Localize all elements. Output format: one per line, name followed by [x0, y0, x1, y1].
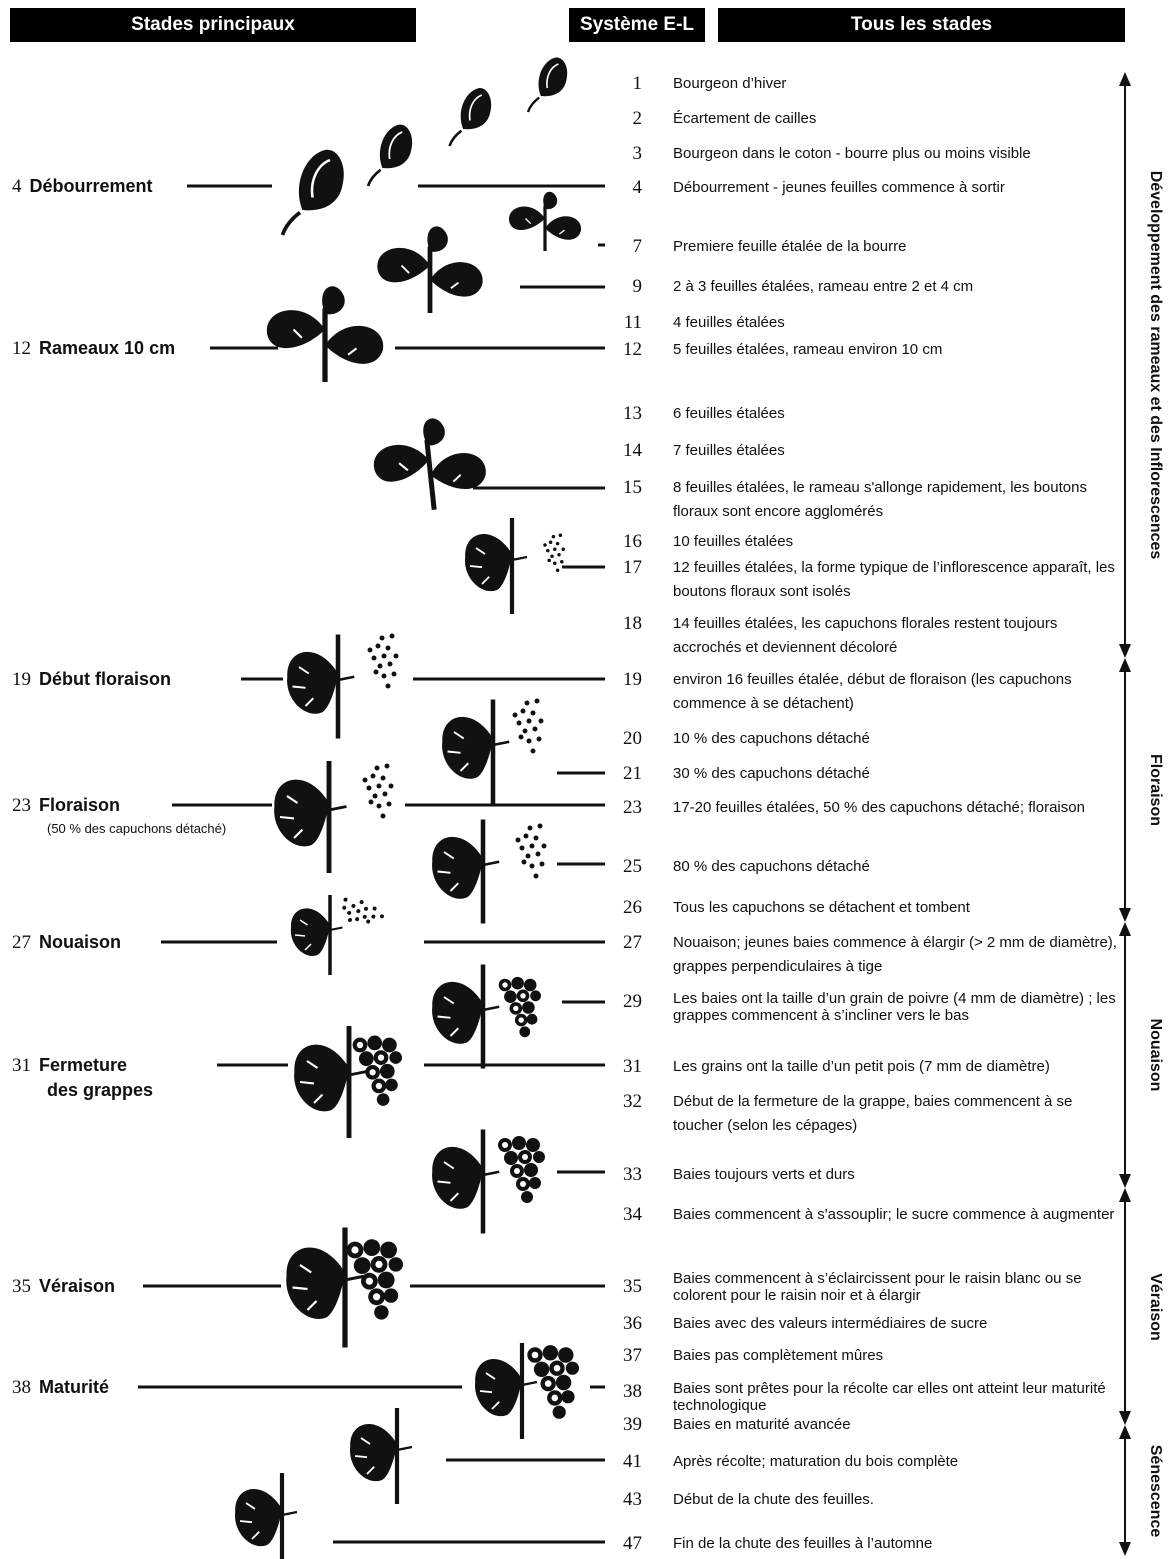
stage-description-12: 5 feuilles étalées, rameau environ 10 cm	[673, 338, 1123, 362]
stage-number-32: 32	[606, 1092, 642, 1112]
stage-number-21: 21	[606, 764, 642, 784]
main-stage-name: Début floraison	[39, 669, 171, 689]
stage-description-41: Après récolte; maturation du bois complè…	[673, 1450, 1123, 1474]
stage-number-7: 7	[606, 237, 642, 257]
stage-description-47: Fin de la chute des feuilles à l’automne	[673, 1532, 1123, 1556]
main-stage-number: 23	[12, 795, 31, 816]
stage-number-9: 9	[606, 277, 642, 297]
stage-number-12: 12	[606, 340, 642, 360]
stage-number-15: 15	[606, 478, 642, 498]
main-stage-name: Nouaison	[39, 932, 121, 952]
stage-number-47: 47	[606, 1534, 642, 1554]
phase-label-3: Nouaison	[1145, 1019, 1165, 1092]
stage-number-11: 11	[606, 313, 642, 333]
main-stage-number: 38	[12, 1377, 31, 1398]
stage-description-19: environ 16 feuilles étalée, début de flo…	[673, 668, 1123, 716]
phase-label-1: Développement des rameaux et des Inflore…	[1145, 171, 1165, 560]
stage-description-4: Débourrement - jeunes feuilles commence …	[673, 176, 1123, 200]
stage-description-9: 2 à 3 feuilles étalées, rameau entre 2 e…	[673, 275, 1123, 299]
phase-label-2: Floraison	[1145, 754, 1165, 826]
stage-number-41: 41	[606, 1452, 642, 1472]
stage-number-43: 43	[606, 1490, 642, 1510]
stage-description-27: Nouaison; jeunes baies commence à élargi…	[673, 931, 1123, 979]
stage-description-26: Tous les capuchons se détachent et tombe…	[673, 896, 1123, 920]
stage-number-25: 25	[606, 857, 642, 877]
stage-description-38: Baies sont prêtes pour la récolte car el…	[673, 1380, 1123, 1414]
stage-number-33: 33	[606, 1165, 642, 1185]
phase-label-4: Véraison	[1145, 1273, 1165, 1341]
stage-number-37: 37	[606, 1346, 642, 1366]
stage-description-33: Baies toujours verts et durs	[673, 1163, 1123, 1187]
main-stage-name: Rameaux 10 cm	[39, 338, 175, 358]
main-stage-name-continued: des grappes	[47, 1079, 153, 1101]
main-stage-number: 4	[12, 176, 22, 197]
main-stage-23: 23 Floraison	[12, 794, 120, 817]
stage-number-20: 20	[606, 729, 642, 749]
stage-description-14: 7 feuilles étalées	[673, 439, 1123, 463]
stage-description-1: Bourgeon d’hiver	[673, 72, 1123, 96]
phase-label-5: Sénescence	[1145, 1444, 1165, 1537]
stage-number-19: 19	[606, 670, 642, 690]
stage-number-27: 27	[606, 933, 642, 953]
main-stage-31: 31 Fermeture	[12, 1054, 127, 1077]
stage-number-18: 18	[606, 614, 642, 634]
stage-description-16: 10 feuilles étalées	[673, 530, 1123, 554]
main-stage-4: 4 Débourrement	[12, 175, 153, 198]
main-stage-name: Fermeture	[39, 1055, 127, 1075]
main-stage-name: Débourrement	[30, 176, 153, 196]
stage-number-1: 1	[606, 74, 642, 94]
stage-number-38: 38	[606, 1382, 642, 1402]
main-stage-number: 12	[12, 338, 31, 359]
stage-description-23: 17-20 feuilles étalées, 50 % des capucho…	[673, 796, 1123, 820]
stage-number-4: 4	[606, 178, 642, 198]
main-stage-27: 27 Nouaison	[12, 931, 121, 954]
main-stage-38: 38 Maturité	[12, 1376, 109, 1399]
stage-number-34: 34	[606, 1205, 642, 1225]
stage-number-23: 23	[606, 798, 642, 818]
stage-description-34: Baies commencent à s'assouplir; le sucre…	[673, 1203, 1123, 1227]
stage-number-14: 14	[606, 441, 642, 461]
stage-description-7: Premiere feuille étalée de la bourre	[673, 235, 1123, 259]
stage-number-31: 31	[606, 1057, 642, 1077]
stage-description-15: 8 feuilles étalées, le rameau s'allonge …	[673, 476, 1123, 524]
stage-number-13: 13	[606, 404, 642, 424]
stage-number-29: 29	[606, 992, 642, 1012]
stage-description-36: Baies avec des valeurs intermédiaires de…	[673, 1312, 1123, 1336]
main-stage-note: (50 % des capuchons détaché)	[47, 821, 226, 837]
stage-number-39: 39	[606, 1415, 642, 1435]
stage-description-17: 12 feuilles étalées, la forme typique de…	[673, 556, 1123, 604]
stage-number-36: 36	[606, 1314, 642, 1334]
stage-description-18: 14 feuilles étalées, les capuchons flora…	[673, 612, 1123, 660]
stage-description-31: Les grains ont la taille d’un petit pois…	[673, 1055, 1123, 1079]
main-stage-name: Maturité	[39, 1377, 109, 1397]
stage-description-13: 6 feuilles étalées	[673, 402, 1123, 426]
main-stage-name: Véraison	[39, 1276, 115, 1296]
main-stage-35: 35 Véraison	[12, 1275, 115, 1298]
main-stage-19: 19 Début floraison	[12, 668, 171, 691]
stage-description-20: 10 % des capuchons détaché	[673, 727, 1123, 751]
main-stage-12: 12 Rameaux 10 cm	[12, 337, 175, 360]
stage-number-2: 2	[606, 109, 642, 129]
stage-description-35: Baies commencent à s’éclaircissent pour …	[673, 1270, 1123, 1304]
stage-description-32: Début de la fermeture de la grappe, baie…	[673, 1090, 1123, 1138]
stage-number-3: 3	[606, 144, 642, 164]
main-stage-number: 35	[12, 1276, 31, 1297]
stage-description-37: Baies pas complètement mûres	[673, 1344, 1123, 1368]
stage-description-3: Bourgeon dans le coton - bourre plus ou …	[673, 142, 1123, 166]
stage-description-25: 80 % des capuchons détaché	[673, 855, 1123, 879]
stage-description-11: 4 feuilles étalées	[673, 311, 1123, 335]
main-stage-number: 19	[12, 669, 31, 690]
stage-description-39: Baies en maturité avancée	[673, 1413, 1123, 1437]
main-stage-number: 27	[12, 932, 31, 953]
stage-description-21: 30 % des capuchons détaché	[673, 762, 1123, 786]
main-stage-number: 31	[12, 1055, 31, 1076]
stage-number-17: 17	[606, 558, 642, 578]
stage-description-29: Les baies ont la taille d’un grain de po…	[673, 990, 1123, 1024]
stage-description-2: Écartement de cailles	[673, 107, 1123, 131]
stage-number-35: 35	[606, 1277, 642, 1297]
stage-number-26: 26	[606, 898, 642, 918]
main-stage-name: Floraison	[39, 795, 120, 815]
stage-number-16: 16	[606, 532, 642, 552]
stage-description-43: Début de la chute des feuilles.	[673, 1488, 1123, 1512]
